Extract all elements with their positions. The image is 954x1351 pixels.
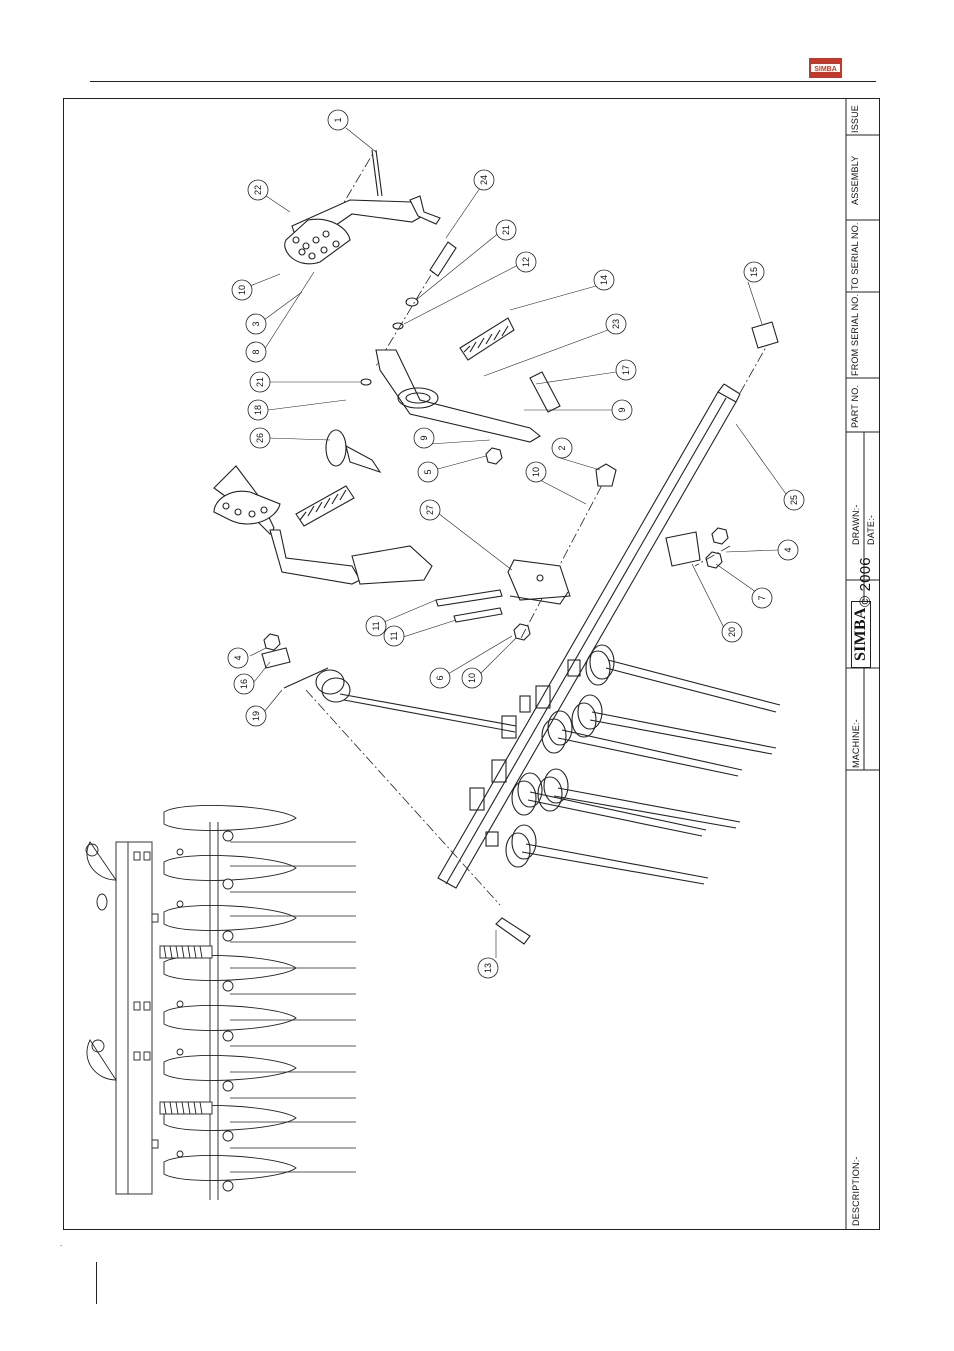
svg-text:4: 4: [233, 655, 243, 660]
callout-18: 18: [247, 399, 269, 421]
square-tube-bar: [437, 383, 741, 889]
svg-text:8: 8: [251, 349, 261, 354]
svg-text:21: 21: [255, 377, 265, 387]
svg-text:4: 4: [783, 547, 793, 552]
callout-21a: 21: [495, 219, 517, 241]
svg-text:6: 6: [435, 675, 445, 680]
pin-26: [429, 241, 457, 277]
svg-text:23: 23: [611, 319, 621, 329]
svg-text:13: 13: [483, 963, 493, 973]
drawing-frame: [63, 98, 880, 1230]
callout-24: 26: [249, 427, 271, 449]
svg-text:9: 9: [617, 407, 627, 412]
svg-text:26: 26: [255, 433, 265, 443]
callout-1: 1: [327, 109, 349, 131]
callout-12: 12: [515, 251, 537, 273]
callout-8: 7: [751, 587, 773, 609]
svg-text:11: 11: [389, 631, 399, 640]
callout-11b: 11: [383, 625, 405, 647]
tension-spring-14: [459, 317, 515, 361]
callout-15: 15: [743, 261, 765, 283]
spring-tines: [283, 644, 781, 885]
upper-adjuster-arm: [284, 149, 441, 265]
callout-16: 16: [233, 673, 255, 695]
svg-text:2: 2: [557, 445, 567, 450]
svg-text:21: 21: [501, 225, 511, 235]
callout-10c: 10: [231, 279, 253, 301]
callout-6: 6: [429, 667, 451, 689]
svg-text:15: 15: [749, 267, 759, 277]
pin-13: [495, 917, 531, 945]
footer-rule: [96, 1262, 97, 1304]
link-arm-23: [375, 349, 541, 443]
callout-21b: 21: [249, 371, 271, 393]
logo-header-text: SIMBA: [814, 66, 837, 73]
callout-23: 23: [605, 313, 627, 335]
callout-14: 14: [593, 269, 615, 291]
callout-13: 13: [477, 957, 499, 979]
svg-text:10: 10: [531, 467, 541, 477]
svg-text:18: 18: [253, 405, 263, 415]
svg-text:20: 20: [727, 627, 737, 637]
callout-27: 27: [419, 499, 441, 521]
callout-20: 20: [721, 621, 743, 643]
page-mark: .: [60, 1239, 63, 1248]
svg-text:5: 5: [423, 469, 433, 474]
callout-2: 2: [551, 437, 573, 459]
callout-26: 24: [473, 169, 495, 191]
lower-adjuster-arm: [213, 429, 433, 585]
callout-4b: 4: [227, 647, 249, 669]
svg-text:19: 19: [251, 711, 261, 721]
header-rule: [90, 81, 876, 82]
svg-text:10: 10: [467, 673, 477, 683]
svg-text:16: 16: [239, 679, 249, 689]
callout-7: 8: [245, 341, 267, 363]
callout-17: 17: [615, 359, 637, 381]
callout-9a: 9: [611, 399, 633, 421]
svg-text:17: 17: [621, 365, 631, 375]
callout-10b: 10: [461, 667, 483, 689]
svg-text:11: 11: [371, 621, 381, 630]
callout-19: 19: [245, 705, 267, 727]
svg-text:14: 14: [599, 275, 609, 285]
simba-logo-header: SIMBA: [809, 58, 842, 78]
mounting-bracket-27: [507, 559, 571, 605]
svg-text:24: 24: [479, 175, 489, 185]
svg-text:7: 7: [757, 595, 767, 600]
callout-5: 5: [417, 461, 439, 483]
general-arrangement-view: [85, 805, 356, 1200]
callout-22: 22: [247, 179, 269, 201]
svg-text:22: 22: [253, 185, 263, 195]
svg-text:1: 1: [333, 117, 343, 122]
callout-3: 3: [245, 313, 267, 335]
svg-text:25: 25: [789, 495, 799, 505]
svg-text:10: 10: [237, 285, 247, 295]
callout-9b: 9: [413, 427, 435, 449]
plate-20: [665, 531, 701, 567]
svg-text:12: 12: [521, 257, 531, 267]
bar-clamps: [469, 659, 581, 847]
callout-10a: 10: [525, 461, 547, 483]
svg-text:3: 3: [251, 321, 261, 326]
svg-text:27: 27: [425, 505, 435, 515]
callout-4a: 4: [777, 539, 799, 561]
callout-25: 25: [783, 489, 805, 511]
callout-11a: 11: [365, 615, 387, 637]
svg-text:9: 9: [419, 435, 429, 440]
